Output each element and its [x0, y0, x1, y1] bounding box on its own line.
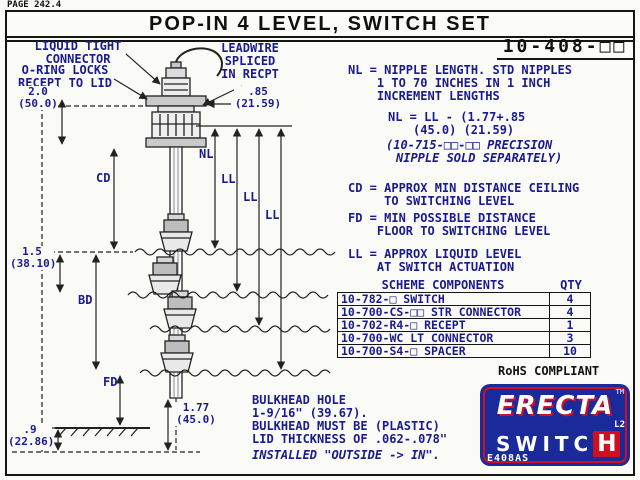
component-cell: 10-702-R4-□ RECEPT — [337, 318, 550, 332]
dim-level-spacing: 1.5 (38.10) — [10, 245, 57, 270]
nl-ll-dimension-lines — [196, 125, 292, 370]
label-ll-3: LL — [265, 208, 280, 222]
label-nl: NL — [199, 147, 214, 161]
float-switch-4 — [160, 334, 194, 373]
liquid-tight-connector — [161, 61, 191, 97]
liquid-level-line-4 — [139, 369, 331, 377]
float-switch-1 — [159, 213, 193, 252]
liquid-level-line-3 — [149, 325, 331, 333]
logo-l2: L2 — [614, 420, 625, 430]
label-cd: CD — [96, 171, 111, 185]
logo-switch-text: SWITC — [496, 432, 594, 456]
note-fd-definition: FD = MIN POSSIBLE DISTANCE FLOOR TO SWIT… — [348, 211, 551, 238]
callout-liquid-tight-connector: LIQUID TIGHT CONNECTOR — [34, 39, 122, 66]
label-bd: BD — [78, 293, 93, 307]
page-number-label: PAGE 242.4 — [5, 0, 64, 10]
qty-cell: 10 — [549, 344, 591, 358]
component-cell: 10-700-CS-□□ STR CONNECTOR — [337, 305, 550, 319]
components-table-header: SCHEME COMPONENTS QTY — [337, 278, 593, 292]
dim-lid-height: 2.0 (50.0) — [18, 85, 58, 110]
note-nl-definition: NL = NIPPLE LENGTH. STD NIPPLES 1 TO 70 … — [348, 63, 572, 103]
table-row: 10-782-□ SWITCH 4 — [337, 292, 591, 306]
logo-drawing-code: E408AS — [487, 453, 530, 464]
header-qty: QTY — [560, 278, 582, 292]
logo-inner-frame — [483, 387, 627, 463]
note-nl-formula-line1: NL = LL - (1.77+.85 — [388, 110, 526, 124]
leadwire-curve — [175, 47, 223, 77]
receptacle-lid — [145, 95, 207, 148]
rohs-compliant-label: RoHS COMPLIANT — [498, 364, 600, 378]
qty-cell: 4 — [549, 305, 591, 319]
component-cell: 10-782-□ SWITCH — [337, 292, 550, 306]
dim-lid-thickness: .85 (21.59) — [234, 85, 282, 110]
note-precision-nipple-line1: (10-715-□□-□□ PRECISION — [386, 138, 553, 152]
part-number: 10-408-□□ — [497, 36, 633, 60]
qty-cell: 1 — [549, 318, 591, 332]
left-dimension-arrows — [53, 99, 173, 451]
title-bar: POP-IN 4 LEVEL, SWITCH SET — [7, 12, 633, 42]
logo-switch-h: H — [593, 431, 621, 457]
table-row: 10-700-WC LT CONNECTOR 3 — [337, 331, 591, 345]
note-ll-definition: LL = APPROX LIQUID LEVEL AT SWITCH ACTUA… — [348, 247, 522, 274]
note-precision-nipple-line2: NIPPLE SOLD SEPARATELY) — [396, 151, 563, 165]
table-row: 10-700-S4-□ SPACER 10 — [337, 344, 591, 358]
liquid-level-line-2 — [127, 291, 329, 299]
page-title: POP-IN 4 LEVEL, SWITCH SET — [148, 12, 492, 35]
logo-tm: TM — [615, 388, 624, 396]
component-cell: 10-700-S4-□ SPACER — [337, 344, 550, 358]
table-row: 10-700-CS-□□ STR CONNECTOR 4 — [337, 305, 591, 319]
sheet-border: POP-IN 4 LEVEL, SWITCH SET — [5, 10, 635, 476]
logo-brand-erecta: ERECTA — [496, 391, 614, 421]
bulkhead-installed-note: INSTALLED "OUTSIDE -> IN". — [252, 448, 440, 462]
dim-bottom-offset: 1.77 (45.0) — [174, 402, 218, 426]
qty-cell: 3 — [549, 331, 591, 345]
components-table: 10-782-□ SWITCH 4 10-700-CS-□□ STR CONNE… — [337, 292, 591, 358]
dim-bottom-clearance: .9 (22.86) — [8, 423, 55, 448]
note-cd-definition: CD = APPROX MIN DISTANCE CEILING TO SWIT… — [348, 181, 580, 208]
callout-leadwire-spliced: LEADWIRE SPLICED IN RECPT — [221, 41, 279, 81]
component-cell: 10-700-WC LT CONNECTOR — [337, 331, 550, 345]
bulkhead-note: BULKHEAD HOLE 1-9/16" (39.67). BULKHEAD … — [252, 393, 448, 446]
table-row: 10-702-R4-□ RECEPT 1 — [337, 318, 591, 332]
header-scheme-components: SCHEME COMPONENTS — [381, 278, 505, 292]
floor-hatch — [55, 427, 150, 437]
label-ll-1: LL — [221, 172, 236, 186]
label-ll-2: LL — [243, 190, 258, 204]
float-switch-2 — [148, 256, 182, 295]
note-nl-formula-line2: (45.0) (21.59) — [413, 123, 515, 137]
qty-cell: 4 — [549, 292, 591, 306]
label-fd: FD — [103, 375, 118, 389]
